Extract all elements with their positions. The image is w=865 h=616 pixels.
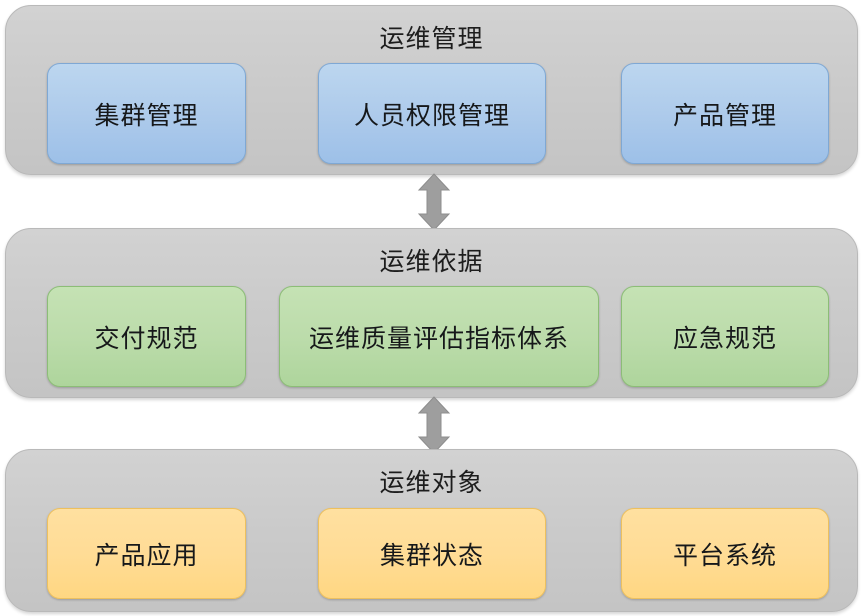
connector-top-double-arrow: [412, 173, 456, 231]
item-product-application[interactable]: 产品应用: [47, 508, 246, 599]
layer-ops-basis: 运维依据 交付规范 运维质量评估指标体系 应急规范: [5, 228, 858, 398]
layer-ops-object: 运维对象 产品应用 集群状态 平台系统: [5, 449, 858, 612]
double-arrow-vertical-icon: [417, 173, 451, 231]
item-label: 集群管理: [94, 100, 199, 130]
item-label: 人员权限管理: [353, 100, 510, 130]
item-personnel-permission-management[interactable]: 人员权限管理: [318, 63, 546, 164]
layer-title-ops-object: 运维对象: [379, 468, 484, 497]
item-delivery-specification[interactable]: 交付规范: [47, 286, 246, 387]
item-cluster-management[interactable]: 集群管理: [47, 63, 246, 164]
double-arrow-vertical-icon: [417, 396, 451, 454]
layer-title-ops-management: 运维管理: [379, 24, 484, 53]
item-label: 平台系统: [672, 540, 777, 570]
item-ops-quality-evaluation-index-system[interactable]: 运维质量评估指标体系: [279, 286, 599, 387]
layer-title-ops-basis: 运维依据: [379, 247, 484, 276]
connector-bottom-double-arrow: [412, 396, 456, 454]
item-label: 产品应用: [94, 540, 199, 570]
item-label: 产品管理: [672, 100, 777, 130]
item-product-management[interactable]: 产品管理: [621, 63, 829, 164]
layer-ops-management: 运维管理 集群管理 人员权限管理 产品管理: [5, 5, 858, 175]
item-label: 运维质量评估指标体系: [308, 323, 569, 353]
item-label: 交付规范: [94, 323, 199, 353]
item-platform-system[interactable]: 平台系统: [621, 508, 829, 599]
item-label: 集群状态: [379, 540, 484, 570]
item-label: 应急规范: [672, 323, 777, 353]
item-cluster-status[interactable]: 集群状态: [318, 508, 546, 599]
item-emergency-specification[interactable]: 应急规范: [621, 286, 829, 387]
